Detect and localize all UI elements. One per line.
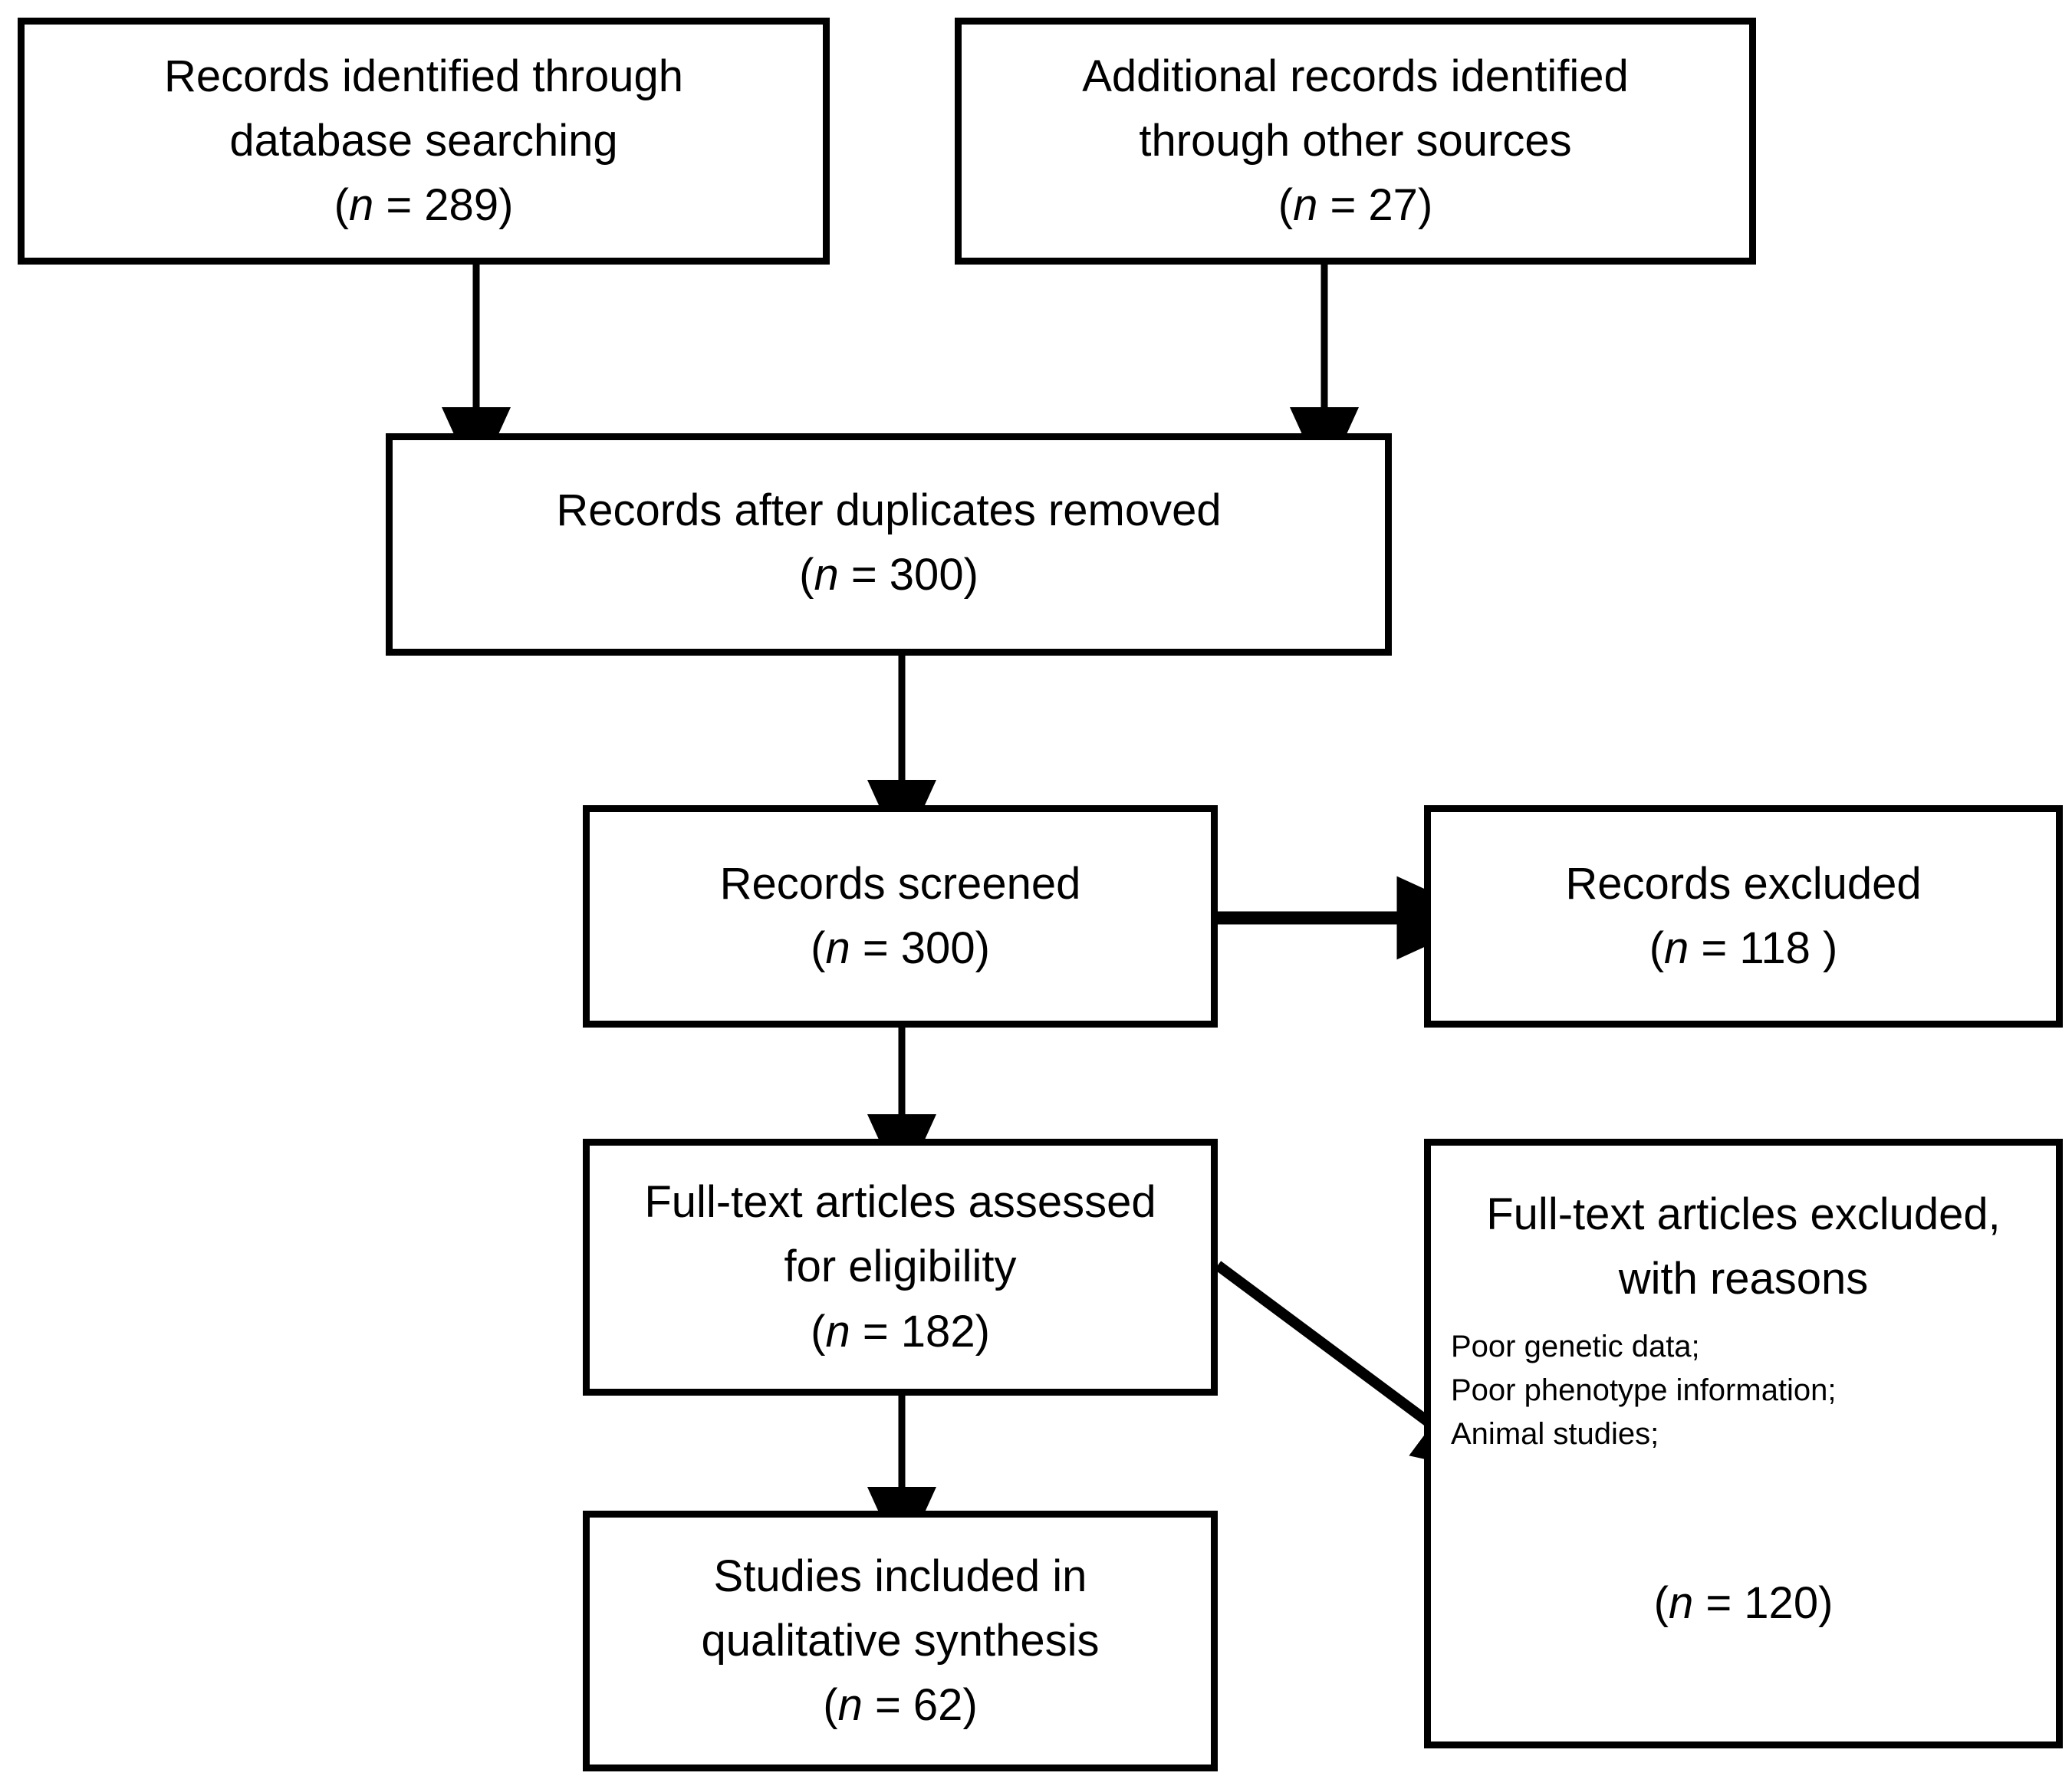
node-records-identified-other[interactable]: Additional records identified through ot… (955, 18, 1756, 265)
count-value: = 120) (1693, 1577, 1834, 1628)
node-count: (n = 120) (1654, 1571, 1834, 1636)
node-line-1: Full-text articles assessed (644, 1177, 1156, 1228)
node-records-identified-database[interactable]: Records identified through database sear… (18, 18, 830, 265)
node-count: (n = 62) (823, 1673, 978, 1738)
n-italic: n (825, 923, 850, 973)
node-studies-included[interactable]: Studies included in qualitative synthesi… (583, 1511, 1218, 1771)
n-italic: n (1668, 1577, 1694, 1628)
node-records-screened[interactable]: Records screened (n = 300) (583, 805, 1218, 1028)
paren-open: ( (1653, 1577, 1669, 1628)
node-line-2: with reasons (1618, 1254, 1869, 1304)
node-line-2: qualitative synthesis (701, 1615, 1100, 1666)
exclusion-reasons-list: Poor genetic data; Poor phenotype inform… (1431, 1325, 2056, 1455)
node-line-1: Records after duplicates removed (556, 485, 1222, 535)
paren-open: ( (1649, 923, 1665, 973)
node-fulltext-excluded[interactable]: Full-text articles excluded, with reason… (1424, 1139, 2063, 1748)
paren-open: ( (823, 1680, 838, 1731)
paren-open: ( (1278, 180, 1294, 231)
node-line-2: database searching (229, 115, 618, 166)
node-records-after-duplicates[interactable]: Records after duplicates removed (n = 30… (386, 433, 1392, 656)
node-count: (n = 27) (1278, 173, 1433, 238)
count-value: = 300) (850, 923, 990, 973)
node-count: (n = 289) (334, 173, 514, 238)
paren-open: ( (799, 550, 814, 600)
n-italic: n (348, 180, 374, 231)
edge-fulltext-to-excluded (1214, 1261, 1501, 1476)
paren-open: ( (334, 180, 349, 231)
exclusion-reason-item: Animal studies; (1451, 1416, 1659, 1451)
count-value: = 62) (862, 1680, 978, 1731)
n-italic: n (837, 1680, 863, 1731)
node-line-1: Studies included in (713, 1551, 1087, 1601)
node-line-1: Records screened (719, 858, 1081, 909)
count-value: = 300) (838, 550, 978, 600)
node-line-2: through other sources (1139, 115, 1572, 166)
node-line-1: Full-text articles excluded, (1486, 1189, 2001, 1239)
count-value: = 289) (373, 180, 514, 231)
n-italic: n (1293, 180, 1318, 231)
exclusion-reason-item: Poor genetic data; (1451, 1330, 1700, 1364)
count-value: = 118 ) (1689, 923, 1838, 973)
node-line-1: Additional records identified (1082, 51, 1629, 101)
n-italic: n (814, 550, 839, 600)
node-records-excluded[interactable]: Records excluded (n = 118 ) (1424, 805, 2063, 1028)
n-italic: n (1664, 923, 1689, 973)
count-value: = 27) (1317, 180, 1433, 231)
node-count: (n = 300) (799, 543, 978, 607)
node-line-2: for eligibility (784, 1242, 1017, 1292)
node-line-1: Records excluded (1565, 858, 1922, 909)
count-value: = 182) (850, 1306, 990, 1357)
paren-open: ( (811, 1306, 826, 1357)
node-line-1: Records identified through (163, 51, 684, 101)
n-italic: n (825, 1306, 850, 1357)
exclusion-reason-item: Poor phenotype information; (1451, 1373, 1837, 1407)
node-count: (n = 182) (811, 1300, 990, 1364)
paren-open: ( (811, 923, 826, 973)
node-count: (n = 118 ) (1649, 916, 1838, 981)
node-fulltext-assessed[interactable]: Full-text articles assessed for eligibil… (583, 1139, 1218, 1396)
node-count: (n = 300) (811, 916, 990, 981)
